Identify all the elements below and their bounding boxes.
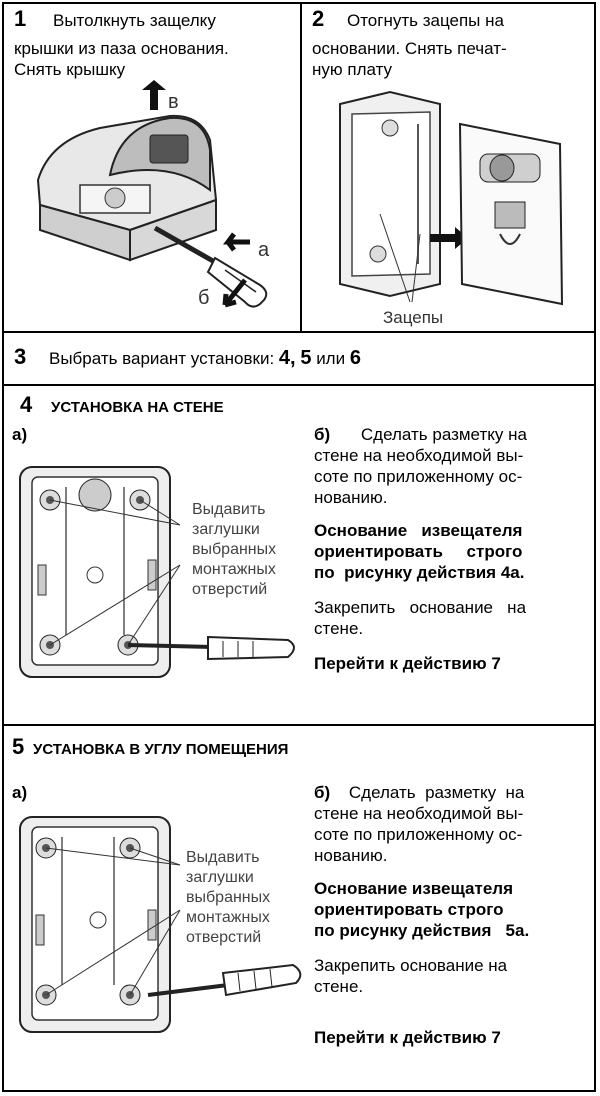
step5-b-line2: стене на необходимой вы- (314, 804, 524, 823)
step4-b-line2: стене на необходимой вы- (314, 446, 524, 465)
step4-header: 4 УСТАНОВКА НА СТЕНЕ (20, 394, 224, 418)
step5-right-column: б) Сделать разметку на стене на необходи… (314, 782, 586, 1048)
step5-callout-line3: выбранных (186, 889, 271, 906)
divider-after-step3 (2, 384, 596, 386)
step4-base-illustration (19, 466, 295, 678)
step3-number: 3 (14, 344, 27, 369)
label-a: а (258, 239, 270, 261)
step5-b-line1: Сделать разметку на (348, 783, 525, 802)
step4-bold-line2: ориентировать строго (314, 542, 523, 561)
step5-sub-b: б) (314, 783, 331, 802)
step5-callout-line2: заглушки (186, 869, 254, 886)
arrow-a-icon (223, 232, 250, 252)
step5-bold-line3: по рисунку действия 5а. (314, 921, 530, 940)
label-v: в (168, 91, 179, 113)
divider-after-step12 (2, 331, 596, 333)
step5-callout-line1: Выдавить (186, 849, 260, 866)
step4-callout-line1: Выдавить (192, 501, 266, 518)
step5-sub-a: а) (12, 783, 28, 802)
step5-number: 5 (12, 734, 25, 759)
step3-or: или (316, 349, 346, 368)
step5-b-line3: соте по приложенному ос- (314, 825, 523, 844)
divider-step1-step2 (300, 2, 302, 332)
step4-b-line4: нованию. (314, 488, 388, 507)
step5-base-illustration (19, 816, 302, 1033)
step2-block: 2 Отогнуть зацепы на (312, 8, 504, 31)
step4-callout-line3: выбранных (192, 541, 277, 558)
step2-illustration (339, 90, 564, 306)
divider-after-step4 (2, 724, 596, 726)
step4-b-line1: Сделать разметку на (360, 425, 527, 444)
step2-text-line2: основании. Снять печат- (312, 39, 507, 58)
step4-number: 4 (20, 392, 33, 417)
step4-callout-line4: монтажных (192, 561, 276, 578)
step4-bold-line1: Основание извещателя (314, 521, 523, 540)
step4-fix-line1: Закрепить основание на (314, 598, 527, 617)
label-bb: б (198, 287, 210, 309)
step1-text-line2: крышки из паза основания. (14, 39, 229, 58)
step4-callout-line5: отверстий (192, 581, 268, 598)
step3-text: Выбрать вариант установки: (48, 349, 275, 368)
step3-opt2: 5 (300, 347, 312, 369)
step2-number: 2 (312, 6, 325, 31)
step5-callout: Выдавить заглушки выбранных монтажных от… (186, 848, 270, 948)
step5-b-line4: нованию. (314, 846, 388, 865)
step2-text-line3: ную плату (312, 60, 393, 79)
step4-right-column: б) Сделать разметку на стене на необходи… (314, 424, 586, 674)
step4-heading: УСТАНОВКА НА СТЕНЕ (50, 399, 224, 416)
arrow-up-icon (142, 80, 166, 110)
step4-sub-b: б) (314, 425, 331, 444)
step4-callout: Выдавить заглушки выбранных монтажных от… (192, 500, 276, 600)
step5-fix-line1: Закрепить основание на (314, 956, 508, 975)
step1-number: 1 (14, 6, 27, 31)
step4-fix-line2: стене. (314, 619, 364, 638)
step4-callout-line2: заглушки (192, 521, 260, 538)
step1-text-line1: Вытолкнуть защелку (52, 11, 216, 30)
step5-bold-line2: ориентировать строго (314, 900, 504, 919)
step3-block: 3 Выбрать вариант установки: 4, 5 или 6 (14, 346, 361, 369)
step5-heading: УСТАНОВКА В УГЛУ ПОМЕЩЕНИЯ (32, 741, 289, 758)
step3-opt3: 6 (349, 347, 361, 369)
arrow-right-icon (430, 227, 468, 249)
step4-sub-a: а) (12, 425, 28, 444)
step1-illustration (36, 80, 268, 308)
step2-caption: Зацепы (383, 308, 444, 327)
step5-callout-line5: отверстий (186, 929, 262, 946)
step5-fix-line2: стене. (314, 977, 364, 996)
step1-text-line3: Снять крышку (14, 60, 126, 79)
step3-opt1: 4, (278, 347, 296, 369)
step5-goto: Перейти к действию 7 (314, 1028, 501, 1047)
step4-bold-line3: по рисунку действия 4а. (314, 563, 525, 582)
step2-text-line1: Отогнуть зацепы на (346, 11, 504, 30)
arrow-b-icon (222, 278, 247, 308)
step5-header: 5 УСТАНОВКА В УГЛУ ПОМЕЩЕНИЯ (12, 736, 288, 760)
step5-callout-line4: монтажных (186, 909, 270, 926)
step4-b-line3: соте по приложенному ос- (314, 467, 523, 486)
step4-goto: Перейти к действию 7 (314, 654, 501, 673)
step1-block: 1 Вытолкнуть защелку (14, 8, 216, 31)
step5-bold-line1: Основание извещателя (314, 879, 513, 898)
